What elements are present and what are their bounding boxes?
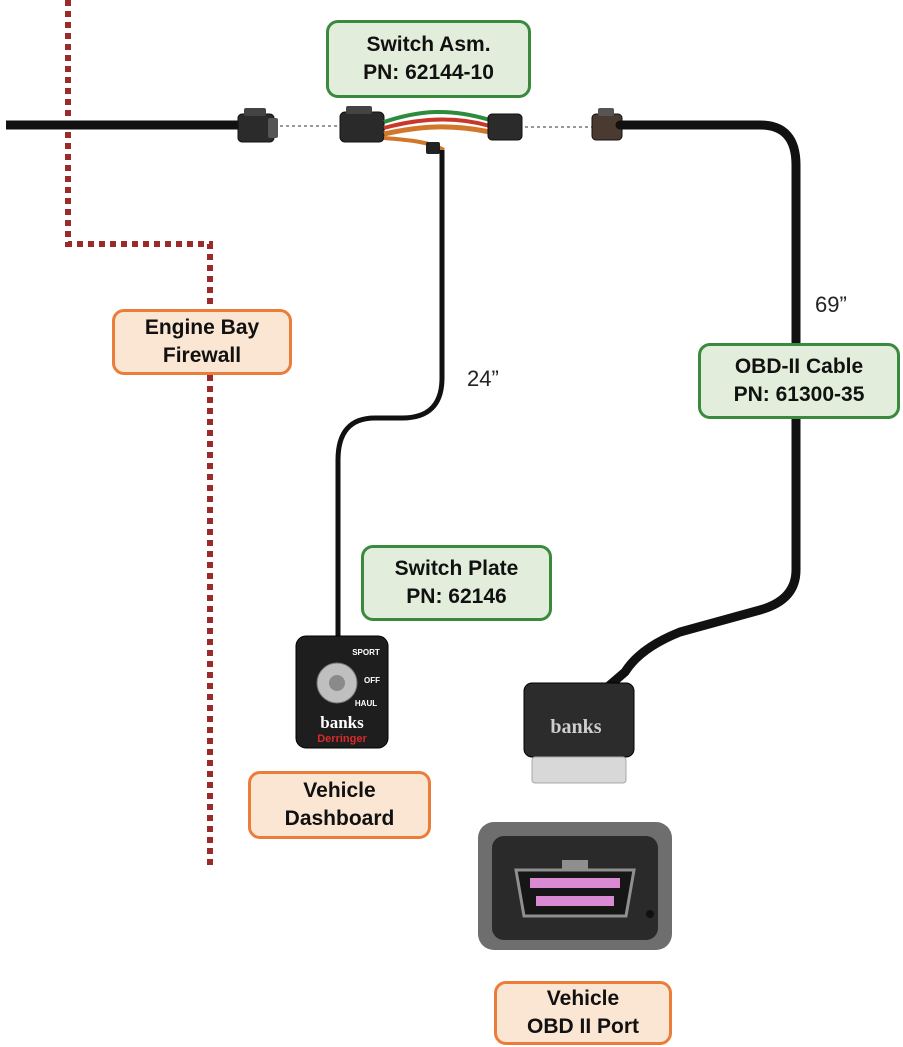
switch-plate-label-line1: Switch Plate [394, 556, 519, 580]
switch-assembly-label: Switch Asm. PN: 62144-10 [326, 20, 531, 98]
switch-assembly-label-line1: Switch Asm. [366, 32, 491, 56]
obd-cable-label-line1: OBD-II Cable [734, 354, 864, 378]
switch-brand: banks [320, 713, 364, 732]
obd-cable [599, 120, 801, 695]
vehicle-obd-port-label-line1: Vehicle [546, 986, 620, 1010]
vehicle-dashboard-label-line1: Vehicle [303, 778, 376, 802]
obd-connector-icon: banks [523, 682, 635, 784]
vehicle-obd-port-label: Vehicle OBD II Port [494, 981, 672, 1045]
obd-cable-length: 69” [815, 292, 847, 317]
obd-connector-brand: banks [550, 716, 601, 738]
switch-position-sport: SPORT [352, 648, 380, 657]
connector-icon [237, 108, 278, 143]
obd-port-photo [478, 822, 672, 950]
connector-icon [591, 108, 623, 141]
vehicle-obd-port-label-line2: OBD II Port [526, 1015, 639, 1038]
firewall-line [65, 0, 213, 870]
engine-bay-label-line1: Engine Bay [144, 315, 260, 339]
switch-position-haul: HAUL [355, 699, 377, 708]
switch-plate-label: Switch Plate PN: 62146 [361, 545, 552, 621]
switch-cable-length: 24” [467, 366, 499, 391]
engine-bay-label-line2: Firewall [162, 344, 242, 367]
obd-cable-label-line2: PN: 61300-35 [733, 383, 865, 406]
engine-bay-firewall-label: Engine Bay Firewall [112, 309, 292, 375]
switch-assembly-label-line2: PN: 62144-10 [363, 61, 494, 84]
switch-position-off: OFF [364, 676, 380, 685]
obd-cable-label: OBD-II Cable PN: 61300-35 [698, 343, 900, 419]
vehicle-dashboard-label-line2: Dashboard [284, 807, 395, 830]
switch-plate-label-line2: PN: 62146 [406, 585, 507, 608]
switch-model: Derringer [317, 733, 367, 745]
vehicle-dashboard-label: Vehicle Dashboard [248, 771, 431, 839]
switch-plate-icon: SPORT OFF HAUL banks Derringer [295, 635, 389, 749]
switch-cable [335, 150, 445, 640]
switch-assembly-harness [339, 106, 523, 154]
